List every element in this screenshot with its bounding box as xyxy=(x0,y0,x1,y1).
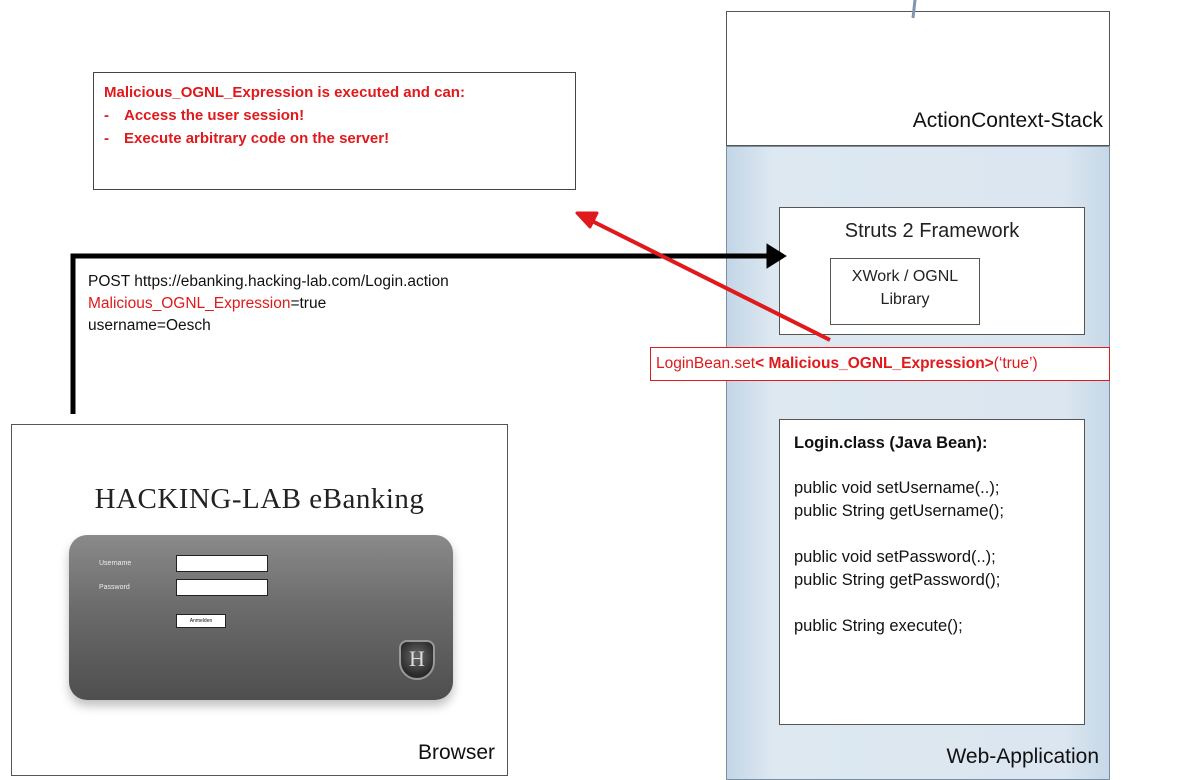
struts-framework-title: Struts 2 Framework xyxy=(844,220,1020,242)
xwork-ognl-library-box: XWork / OGNL Library xyxy=(830,258,980,325)
post-request-line: POST https://ebanking.hacking-lab.com/Lo… xyxy=(88,273,449,290)
hackinglab-shield-icon: H xyxy=(399,640,435,680)
method-set-password: public void setPassword(..); xyxy=(794,548,996,566)
bullet-dash: - xyxy=(104,130,109,147)
library-line-2: Library xyxy=(880,291,930,308)
browser-label: Browser xyxy=(417,741,495,764)
request-arrow-head xyxy=(766,243,787,269)
login-class-box: Login.class (Java Bean): public void set… xyxy=(779,419,1085,725)
post-param-line: Malicious_OGNL_Expression=true xyxy=(88,293,449,315)
exploit-arrow-line xyxy=(589,218,831,342)
method-get-password: public String getPassword(); xyxy=(794,571,1001,589)
login-panel: Username Password Anmelden H xyxy=(69,535,453,700)
loginbean-setter-label: LoginBean.set< Malicious_OGNL_Expression… xyxy=(650,347,1110,381)
method-execute: public String execute(); xyxy=(794,617,963,635)
web-application-label: Web-Application xyxy=(946,745,1099,768)
loginbean-suffix: (‘true’) xyxy=(993,355,1038,372)
method-set-username: public void setUsername(..); xyxy=(794,479,1000,497)
callout-bullet-2: - Execute arbitrary code on the server! xyxy=(104,127,565,150)
loginbean-prefix: LoginBean.set xyxy=(656,355,756,372)
password-input[interactable] xyxy=(176,579,268,596)
callout-bullet-1: - Access the user session! xyxy=(104,104,565,127)
action-context-stack: ActionContext-Stack xyxy=(726,11,1110,146)
loginbean-malicious-expr: < Malicious_OGNL_Expression> xyxy=(755,355,994,372)
callout-bullet-text: Access the user session! xyxy=(124,107,305,124)
bullet-dash: - xyxy=(104,107,109,124)
method-get-username: public String getUsername(); xyxy=(794,502,1005,520)
web-application-box: Struts 2 Framework XWork / OGNL Library … xyxy=(726,146,1110,780)
malicious-param-name: Malicious_OGNL_Expression xyxy=(88,295,291,312)
callout-title: Malicious_OGNL_Expression is executed an… xyxy=(104,84,465,101)
username-label: Username xyxy=(99,560,132,567)
struts-framework-box: Struts 2 Framework XWork / OGNL Library xyxy=(779,207,1085,335)
callout-bullet-text: Execute arbitrary code on the server! xyxy=(124,130,390,147)
request-arrow-line xyxy=(70,253,770,414)
post-request-text: POST https://ebanking.hacking-lab.com/Lo… xyxy=(88,271,449,337)
exploit-arrow-head xyxy=(575,211,599,229)
library-line-1: XWork / OGNL xyxy=(851,268,959,285)
ebanking-title: HACKING-LAB eBanking xyxy=(94,483,425,515)
username-input[interactable] xyxy=(176,555,268,572)
browser-box: HACKING-LAB eBanking Username Password A… xyxy=(11,424,508,776)
malicious-param-value: =true xyxy=(290,295,327,312)
login-class-header: Login.class (Java Bean): xyxy=(794,434,988,452)
login-button[interactable]: Anmelden xyxy=(176,614,226,628)
action-context-label: ActionContext-Stack xyxy=(912,109,1103,132)
connector-stub xyxy=(911,0,917,19)
username-param-line: username=Oesch xyxy=(88,317,211,334)
callout-box: Malicious_OGNL_Expression is executed an… xyxy=(93,72,576,190)
password-label: Password xyxy=(99,584,130,591)
